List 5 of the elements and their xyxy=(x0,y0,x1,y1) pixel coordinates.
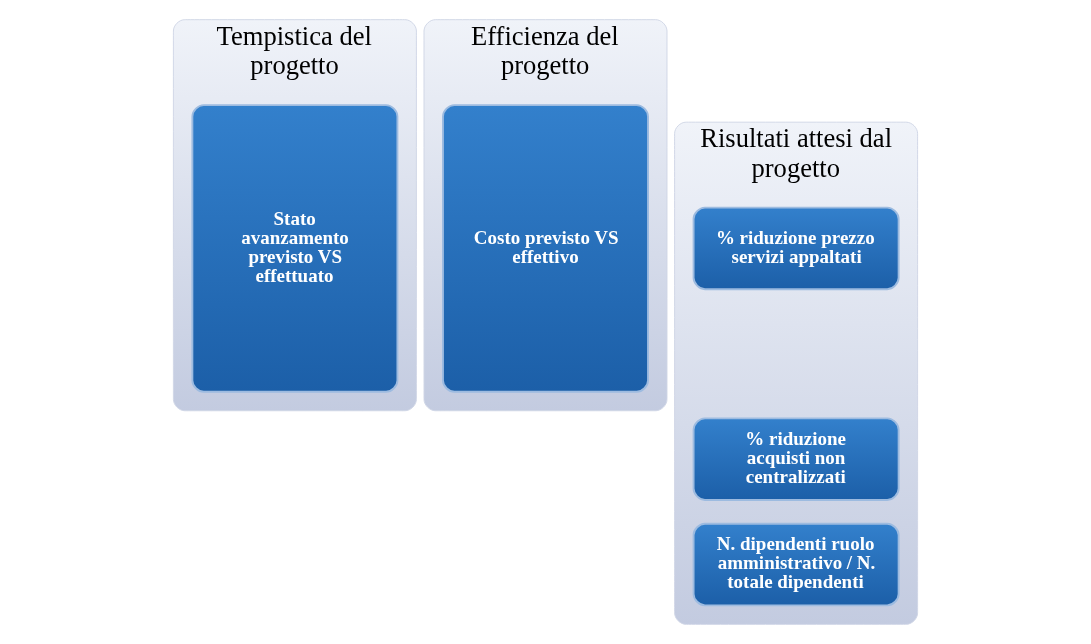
node-box: Costo previsto VS effettivo xyxy=(442,104,649,393)
node-box: % riduzione prezzo servizi appaltati xyxy=(692,206,900,291)
node-box: Stato avanzamento previsto VS effettuato xyxy=(191,104,399,393)
node-box: % riduzione acquisti non centralizzati xyxy=(692,417,900,501)
node-box: N. dipendenti ruolo amministrativo / N. totale dipendenti xyxy=(692,522,900,607)
